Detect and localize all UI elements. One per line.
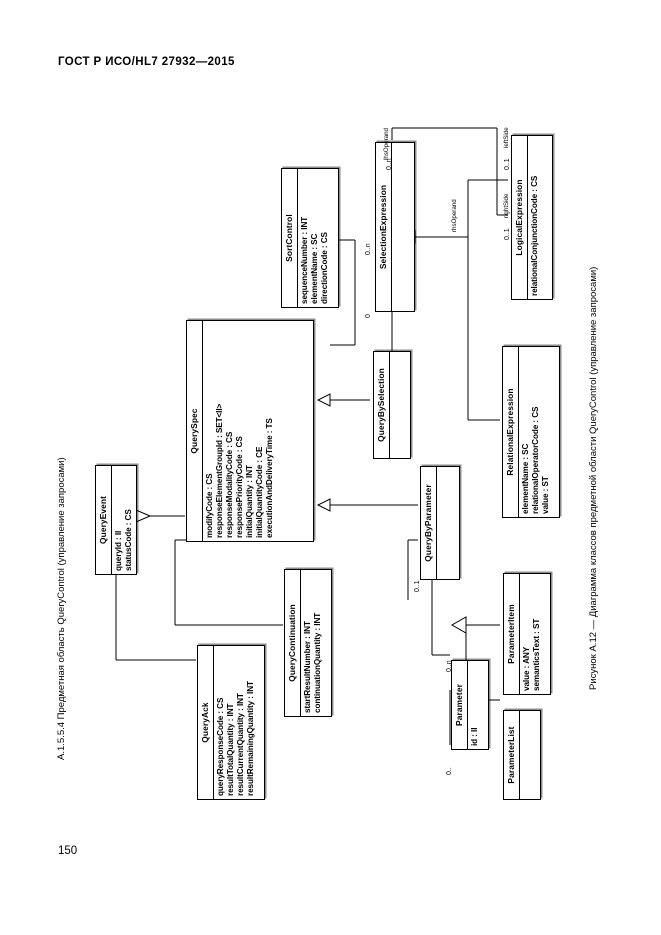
class-name: QueryContinuation: [287, 604, 297, 682]
attribute: relationalConjunctionCode : CS: [529, 175, 539, 296]
attribute: modifyCode : CS: [204, 473, 214, 538]
class-name: QuerySpec: [189, 408, 199, 454]
attribute: initialQuantityCode : CE: [254, 446, 264, 538]
attribute: resultTotalQuantity : INT: [225, 703, 235, 796]
attribute: resultRemainingQuantity : INT: [245, 681, 255, 796]
class-selection-expression[interactable]: SelectionExpression: [375, 142, 415, 312]
attribute: statusCode : CS: [123, 509, 133, 571]
attribute: elementName : SC: [309, 233, 319, 304]
attribute: responseModalityCode : CS: [224, 431, 234, 538]
class-attributes: [435, 467, 459, 579]
class-logical-expression[interactable]: LogicalExpression relationalConjunctionC…: [511, 135, 553, 300]
class-name: Parameter: [454, 684, 464, 726]
page-number: 150: [58, 845, 78, 857]
multiplicity-selection: 0..n: [386, 158, 393, 170]
attribute: relationalOperatorCode : CS: [530, 406, 540, 514]
class-attributes: id : II: [466, 661, 488, 749]
attribute: responseElementGroupId : SET<II>: [214, 403, 224, 538]
attribute: sequenceNumber : INT: [299, 216, 309, 304]
attribute: resultCurrentQuantity : INT: [235, 693, 245, 796]
attribute: directionCode : CS: [319, 232, 329, 304]
attribute: executionAndDeliveryTime : TS: [264, 418, 274, 538]
class-parameter-item[interactable]: ParameterItem value : ANY semanticsText …: [503, 573, 551, 695]
page-header: ГОСТ Р ИСО/HL7 27932—2015: [58, 56, 235, 68]
multiplicity-query-by-parameter: 0..1: [414, 580, 421, 592]
attribute: startResultNumber : INT: [302, 621, 312, 713]
class-name: RelationalExpression: [505, 388, 515, 476]
attribute: initialQuantity : INT: [244, 465, 254, 538]
class-parameter[interactable]: Parameter id : II: [451, 660, 489, 750]
attribute: queryId : II: [113, 530, 123, 571]
multiplicity-lhs: 0..1: [504, 158, 511, 170]
class-name: LogicalExpression: [514, 179, 524, 256]
class-attributes: modifyCode : CS responseElementGroupId :…: [201, 321, 313, 541]
class-query-spec[interactable]: QuerySpec modifyCode : CS responseElemen…: [186, 320, 314, 542]
attribute: continuationQuantity : INT: [312, 612, 322, 713]
multiplicity-rhs: 0..1: [504, 228, 511, 240]
role-rhs-operand: rhsOperand: [451, 199, 458, 232]
class-attributes: [518, 711, 540, 799]
role-lhs-operand: lhsOperand: [383, 128, 390, 160]
class-attributes: queryId : II statusCode : CS: [110, 466, 136, 574]
class-attributes: value : ANY semanticsText : ST: [518, 574, 550, 694]
class-sort-control[interactable]: SortControl sequenceNumber : INT element…: [281, 168, 339, 308]
class-name: QueryEvent: [98, 496, 108, 545]
class-attributes: sequenceNumber : INT elementName : SC di…: [296, 169, 338, 307]
class-name: QueryByParameter: [423, 484, 433, 562]
class-query-continuation[interactable]: QueryContinuation startResultNumber : IN…: [284, 569, 332, 717]
attribute: value : ST: [540, 476, 550, 514]
multiplicity-query-by-selection: 0: [365, 314, 372, 318]
class-query-by-parameter[interactable]: QueryByParameter: [420, 466, 460, 580]
class-name: QueryBySelection: [376, 368, 386, 442]
attribute: responsePriorityCode : CS: [234, 436, 244, 538]
class-name: SortControl: [284, 214, 294, 262]
class-query-event[interactable]: QueryEvent queryId : II statusCode : CS: [95, 465, 137, 575]
attribute: semanticsText : ST: [531, 618, 541, 691]
class-attributes: relationalConjunctionCode : CS: [526, 136, 552, 299]
class-parameter-list[interactable]: ParameterList: [503, 710, 541, 800]
attribute: elementName : SC: [520, 443, 530, 514]
role-right-side: rightSide: [503, 193, 510, 218]
attribute: value : ANY: [521, 646, 531, 691]
class-name: ParameterItem: [506, 604, 516, 664]
class-attributes: queryResponseCode : CS resultTotalQuanti…: [212, 646, 264, 799]
class-attributes: [388, 352, 410, 458]
class-attributes: elementName : SC relationalOperatorCode …: [517, 347, 559, 517]
role-left-side: leftSide: [503, 127, 510, 148]
multiplicity-parameter-lower: 0..: [446, 767, 453, 775]
multiplicity-parameter-upper: 0..n: [446, 660, 453, 672]
class-query-ack[interactable]: QueryAck queryResponseCode : CS resultTo…: [197, 645, 265, 800]
class-attributes: [390, 143, 414, 311]
class-attributes: startResultNumber : INT continuationQuan…: [299, 570, 331, 716]
class-relational-expression[interactable]: RelationalExpression elementName : SC re…: [502, 346, 560, 518]
attribute: queryResponseCode : CS: [215, 697, 225, 796]
class-name: ParameterList: [506, 726, 516, 784]
class-query-by-selection[interactable]: QueryBySelection: [373, 351, 411, 459]
class-name: QueryAck: [200, 702, 210, 743]
attribute: id : II: [469, 727, 479, 746]
multiplicity-sort-control: 0..n: [365, 243, 372, 255]
